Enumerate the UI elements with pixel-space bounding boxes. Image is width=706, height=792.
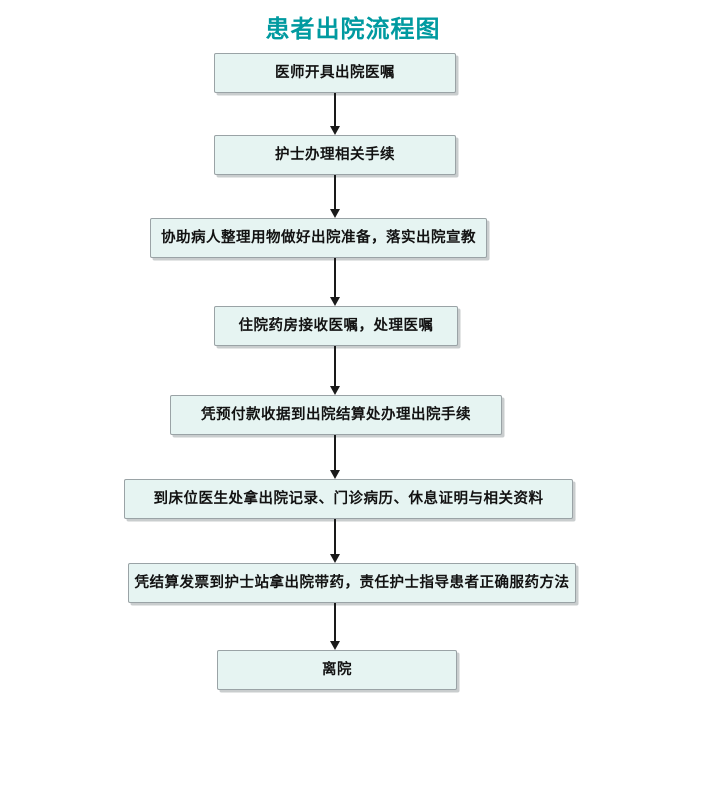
flow-node-5[interactable]: 凭预付款收据到出院结算处办理出院手续	[170, 395, 502, 435]
arrow-head-icon	[330, 386, 340, 395]
flow-arrow-2-3	[328, 175, 342, 218]
flow-node-1[interactable]: 医师开具出院医嘱	[214, 53, 456, 93]
arrow-head-icon	[330, 554, 340, 563]
flow-arrow-3-4	[328, 258, 342, 306]
flow-arrow-1-2	[328, 93, 342, 135]
flow-node-8-label: 离院	[322, 662, 352, 678]
arrow-head-icon	[330, 641, 340, 650]
flow-node-6[interactable]: 到床位医生处拿出院记录、门诊病历、休息证明与相关资料	[124, 479, 573, 519]
arrow-shaft	[334, 346, 336, 387]
arrow-shaft	[334, 435, 336, 471]
flow-arrow-6-7	[328, 519, 342, 563]
arrow-shaft	[334, 519, 336, 555]
flow-node-5-label: 凭预付款收据到出院结算处办理出院手续	[201, 407, 471, 423]
flow-node-4-label: 住院药房接收医嘱，处理医嘱	[238, 318, 434, 334]
arrow-shaft	[334, 93, 336, 127]
flow-node-2[interactable]: 护士办理相关手续	[214, 135, 456, 175]
flow-node-7-label: 凭结算发票到护士站拿出院带药，责任护士指导患者正确服药方法	[134, 575, 570, 591]
flow-node-7[interactable]: 凭结算发票到护士站拿出院带药，责任护士指导患者正确服药方法	[128, 563, 576, 603]
arrow-head-icon	[330, 126, 340, 135]
arrow-head-icon	[330, 209, 340, 218]
page-title: 患者出院流程图	[265, 15, 441, 43]
arrow-shaft	[334, 258, 336, 298]
flow-node-8[interactable]: 离院	[217, 650, 457, 690]
arrow-head-icon	[330, 470, 340, 479]
flow-node-2-label: 护士办理相关手续	[275, 147, 395, 163]
arrow-shaft	[334, 175, 336, 210]
flow-node-1-label: 医师开具出院医嘱	[275, 65, 395, 81]
flow-arrow-7-8	[328, 603, 342, 650]
flow-arrow-5-6	[328, 435, 342, 479]
arrow-head-icon	[330, 297, 340, 306]
flow-node-6-label: 到床位医生处拿出院记录、门诊病历、休息证明与相关资料	[153, 491, 544, 507]
flow-node-3-label: 协助病人整理用物做好出院准备，落实出院宣教	[161, 230, 476, 246]
flow-arrow-4-5	[328, 346, 342, 395]
flow-node-4[interactable]: 住院药房接收医嘱，处理医嘱	[214, 306, 458, 346]
arrow-shaft	[334, 603, 336, 642]
flow-node-3[interactable]: 协助病人整理用物做好出院准备，落实出院宣教	[150, 218, 487, 258]
